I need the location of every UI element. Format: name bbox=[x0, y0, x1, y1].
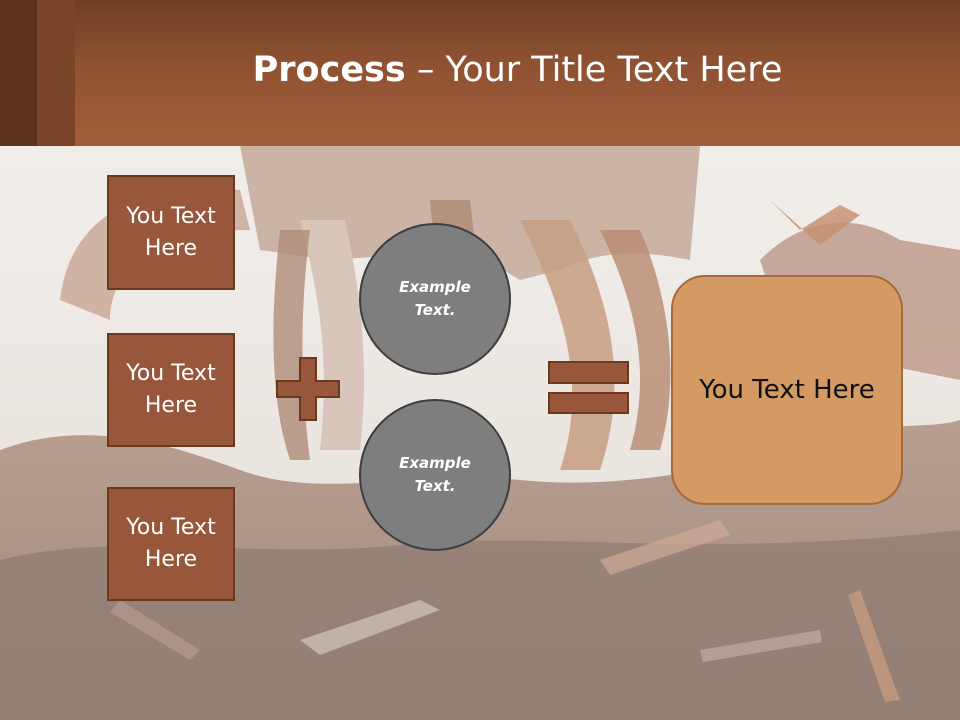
equals-icon bbox=[548, 361, 629, 414]
slide-title[interactable]: Process – Your Title Text Here bbox=[75, 50, 960, 90]
example-circle-2[interactable]: Example Text. bbox=[359, 399, 511, 551]
result-box[interactable]: You Text Here bbox=[671, 275, 903, 505]
input-box-2[interactable]: You Text Here bbox=[107, 333, 235, 447]
input-box-3[interactable]: You Text Here bbox=[107, 487, 235, 601]
title-rest: – Your Title Text Here bbox=[405, 50, 783, 90]
input-box-1[interactable]: You Text Here bbox=[107, 175, 235, 290]
plus-icon bbox=[276, 357, 340, 421]
title-bold: Process bbox=[252, 50, 406, 90]
banner-stripe-dark bbox=[0, 0, 37, 146]
banner-stripe-mid bbox=[37, 0, 75, 146]
title-banner: Process – Your Title Text Here bbox=[0, 0, 960, 146]
example-circle-1[interactable]: Example Text. bbox=[359, 223, 511, 375]
